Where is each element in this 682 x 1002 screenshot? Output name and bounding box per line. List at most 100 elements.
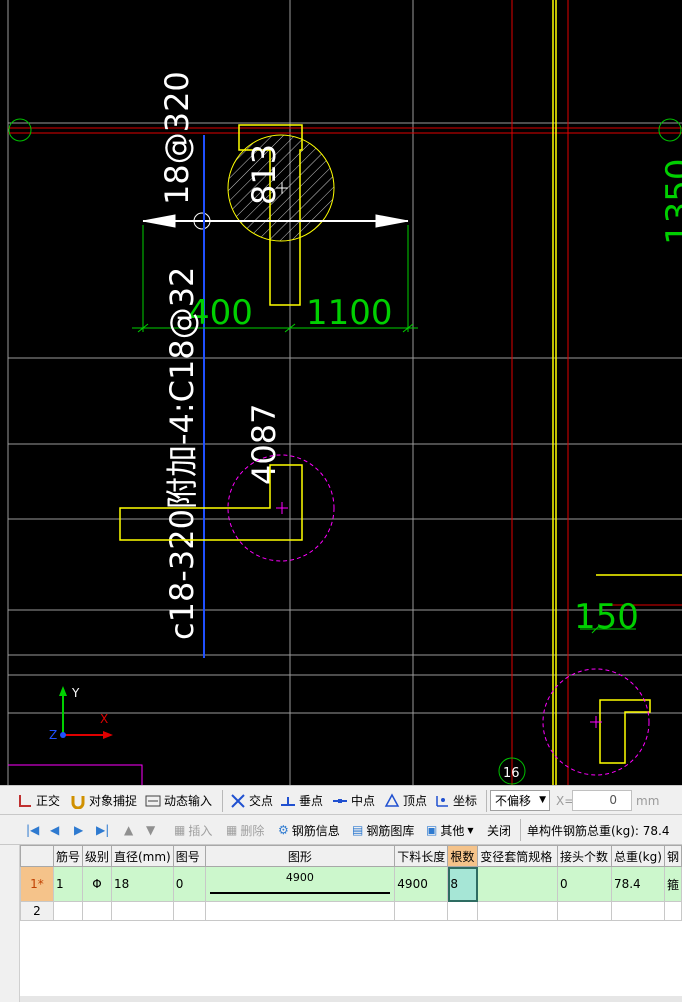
rebar-toolbar: |◀ ◀ ▶ ▶| ▲ ▼ ▦插入 ▦删除 ⚙钢筋信息 ▤钢筋图库 ▣其他▼ 关… <box>0 815 682 845</box>
header-grade[interactable]: 级别 <box>81 845 113 867</box>
move-down-button[interactable]: ▼ <box>146 821 155 839</box>
table-header-row: 筋号 级别 直径(mm) 图号 图形 下料长度 根数 变径套筒规格 接头个数 总… <box>20 845 682 867</box>
header-bar-no[interactable]: 筋号 <box>52 845 83 867</box>
object-snap-button[interactable]: 对象捕捉 <box>70 790 137 811</box>
vertex-snap-button[interactable]: 顶点 <box>384 790 427 811</box>
coordinate-label: 坐标 <box>453 794 478 808</box>
midpoint-snap-button[interactable]: 中点 <box>332 790 375 811</box>
horizontal-scrollbar[interactable] <box>20 996 682 1002</box>
cell-empty[interactable] <box>477 901 559 921</box>
chevron-down-icon: ▼ <box>539 795 546 805</box>
other-icon: ▣ <box>426 823 438 837</box>
cell-bar-no[interactable]: 1 <box>52 866 83 902</box>
header-total-weight[interactable]: 总重(kg) <box>610 845 665 867</box>
cell-empty[interactable] <box>394 901 449 921</box>
cell-empty[interactable] <box>557 901 612 921</box>
rebar-info-button[interactable]: ⚙钢筋信息 <box>278 821 340 839</box>
next-record-button[interactable]: ▶ <box>74 821 83 839</box>
cell-empty[interactable] <box>81 901 113 921</box>
total-weight-display: 单构件钢筋总重(kg): 78.4 <box>527 823 670 838</box>
row-header[interactable]: 2 <box>20 901 54 921</box>
cell-grade[interactable]: Φ <box>81 866 113 902</box>
magnet-icon <box>70 793 86 809</box>
cell-empty[interactable] <box>52 901 83 921</box>
first-record-button[interactable]: |◀ <box>26 821 39 839</box>
last-record-button[interactable]: ▶| <box>96 821 109 839</box>
label-18at320: 18@320 <box>158 71 196 205</box>
header-type[interactable]: 钢 <box>663 845 682 867</box>
dim-400: 400 <box>188 293 253 333</box>
move-up-button[interactable]: ▲ <box>124 821 133 839</box>
vertex-icon <box>384 792 400 809</box>
header-diameter[interactable]: 直径(mm) <box>111 845 174 867</box>
header-figure-no[interactable]: 图号 <box>172 845 206 867</box>
header-count[interactable]: 根数 <box>447 845 479 867</box>
intersection-icon <box>230 793 246 809</box>
intersection-snap-button[interactable]: 交点 <box>230 790 273 811</box>
rebar-library-button[interactable]: ▤钢筋图库 <box>352 821 414 839</box>
table-row[interactable]: 2 <box>20 901 682 921</box>
cad-drawing[interactable]: 16 400 1100 <box>0 0 682 785</box>
cell-empty[interactable] <box>663 901 682 921</box>
other-label: 其他 <box>440 823 465 838</box>
x-coordinate-label: X= <box>556 794 575 808</box>
header-corner <box>20 845 54 867</box>
dynamic-input-icon <box>145 793 161 809</box>
header-joints[interactable]: 接头个数 <box>557 845 612 867</box>
cell-empty[interactable] <box>447 901 479 921</box>
rebar-info-label: 钢筋信息 <box>291 823 340 838</box>
axis-y-label: Y <box>71 686 80 700</box>
coordinate-snap-button[interactable]: 坐标 <box>434 790 477 811</box>
first-icon: |◀ <box>26 823 40 837</box>
cad-canvas[interactable]: 16 400 1100 <box>0 0 682 785</box>
dim-150: 150 <box>574 597 639 637</box>
cell-empty[interactable] <box>204 901 396 921</box>
rebar-library-label: 钢筋图库 <box>366 823 415 838</box>
close-button[interactable]: 关闭 <box>487 821 511 839</box>
cell-empty[interactable] <box>111 901 174 921</box>
cell-figure-no[interactable]: 0 <box>172 866 206 902</box>
prev-record-button[interactable]: ◀ <box>50 821 59 839</box>
header-shape[interactable]: 图形 <box>204 845 396 867</box>
arrow-up-icon: ▲ <box>124 823 134 837</box>
cell-empty[interactable] <box>610 901 665 921</box>
vertex-label: 顶点 <box>403 794 428 808</box>
axis-x-label: X <box>100 712 108 726</box>
close-label: 关闭 <box>487 823 512 838</box>
offset-mode-select[interactable]: 不偏移 ▼ <box>490 790 550 811</box>
delete-label: 删除 <box>240 823 265 838</box>
rebar-library-icon: ▤ <box>352 823 364 837</box>
insert-button[interactable]: ▦插入 <box>174 821 212 839</box>
rebar-info-icon: ⚙ <box>278 823 289 837</box>
cell-cut-length[interactable]: 4900 <box>394 866 449 902</box>
header-cut-length[interactable]: 下料长度 <box>394 845 449 867</box>
insert-label: 插入 <box>188 823 213 838</box>
offset-mode-value: 不偏移 <box>495 794 532 808</box>
other-menu-button[interactable]: ▣其他▼ <box>426 821 474 839</box>
cell-count[interactable]: 8 <box>447 866 479 902</box>
perpendicular-icon <box>280 793 296 809</box>
delete-button[interactable]: ▦删除 <box>226 821 264 839</box>
cell-joints[interactable]: 0 <box>557 866 612 902</box>
header-sleeve[interactable]: 变径套筒规格 <box>477 845 559 867</box>
ortho-button[interactable]: 正交 <box>17 790 60 811</box>
cell-diameter[interactable]: 18 <box>111 866 174 902</box>
label-4087: 4087 <box>245 404 283 485</box>
shape-line <box>209 892 391 894</box>
dynamic-input-button[interactable]: 动态输入 <box>145 790 212 811</box>
object-snap-label: 对象捕捉 <box>89 794 138 808</box>
ortho-label: 正交 <box>36 794 61 808</box>
perpendicular-snap-button[interactable]: 垂点 <box>280 790 323 811</box>
axis-number-16: 16 <box>503 766 520 781</box>
table-row[interactable]: 1* 1 Φ 18 0 4900 4900 8 0 78.4 箍 <box>20 866 682 902</box>
x-coordinate-input[interactable]: 0 <box>572 790 632 811</box>
cell-shape[interactable]: 4900 <box>204 866 396 902</box>
cell-total-weight[interactable]: 78.4 <box>610 866 665 902</box>
cell-empty[interactable] <box>172 901 206 921</box>
arrow-down-icon: ▼ <box>146 823 156 837</box>
perpendicular-label: 垂点 <box>299 794 324 808</box>
cell-type[interactable]: 箍 <box>663 866 682 902</box>
red-axis-lines <box>8 0 682 785</box>
row-header[interactable]: 1* <box>20 866 54 902</box>
cell-sleeve[interactable] <box>477 866 559 902</box>
